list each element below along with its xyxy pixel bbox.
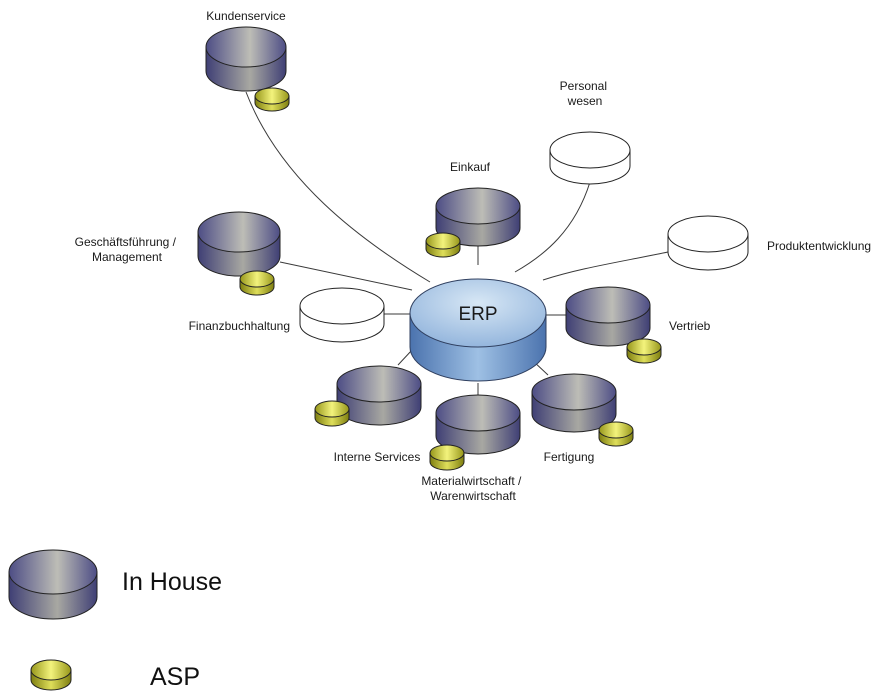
connection-lines: [245, 91, 669, 395]
legend-in-house-label: In House: [122, 568, 222, 596]
node-einkauf: Einkauf: [425, 160, 521, 258]
label-einkauf: Einkauf: [450, 160, 491, 174]
asp-marker: [254, 87, 290, 112]
edge-geschaeftsfuehrung: [279, 261, 413, 291]
label-geschaeftsfuehrung: Geschäftsführung / Management: [75, 235, 180, 264]
asp-marker: [425, 232, 461, 258]
node-personal: Personal wesen: [549, 79, 631, 185]
edge-interne-services: [397, 349, 413, 366]
label-fertigung: Fertigung: [544, 450, 595, 464]
asp-marker: [314, 400, 350, 427]
legend-asp: ASP: [30, 659, 200, 691]
asp-marker: [239, 270, 275, 296]
asp-marker: [429, 444, 465, 471]
legend-in-house: In House: [8, 549, 222, 620]
edge-personal: [514, 181, 591, 273]
node-materialwirtschaft: Materialwirtschaft / Warenwirtschaft: [421, 394, 524, 503]
node-fertigung: Fertigung: [531, 373, 634, 464]
node-kundenservice: Kundenservice: [205, 9, 290, 112]
asp-marker: [626, 338, 662, 364]
node-vertrieb: Vertrieb: [565, 286, 711, 364]
erp-label: ERP: [458, 304, 497, 325]
edge-kundenservice: [245, 91, 431, 283]
edge-produktentwicklung: [542, 251, 669, 281]
label-finanzbuchhaltung: Finanzbuchhaltung: [189, 319, 290, 333]
label-vertrieb: Vertrieb: [669, 319, 711, 333]
label-kundenservice: Kundenservice: [206, 9, 286, 23]
node-produktentwicklung: Produktentwicklung: [667, 215, 871, 271]
asp-marker: [598, 421, 634, 447]
label-produktentwicklung: Produktentwicklung: [767, 239, 871, 253]
node-finanzbuchhaltung: Finanzbuchhaltung: [189, 287, 385, 343]
legend: In House ASP: [8, 549, 222, 691]
node-interne-services: Interne Services: [314, 365, 422, 464]
label-interne-services: Interne Services: [334, 450, 421, 464]
label-materialwirtschaft: Materialwirtschaft / Warenwirtschaft: [421, 474, 524, 503]
legend-asp-label: ASP: [150, 663, 200, 691]
node-geschaeftsfuehrung: Geschäftsführung / Management: [75, 211, 281, 296]
erp-database: ERP: [409, 278, 547, 382]
label-personal: Personal wesen: [560, 79, 611, 108]
